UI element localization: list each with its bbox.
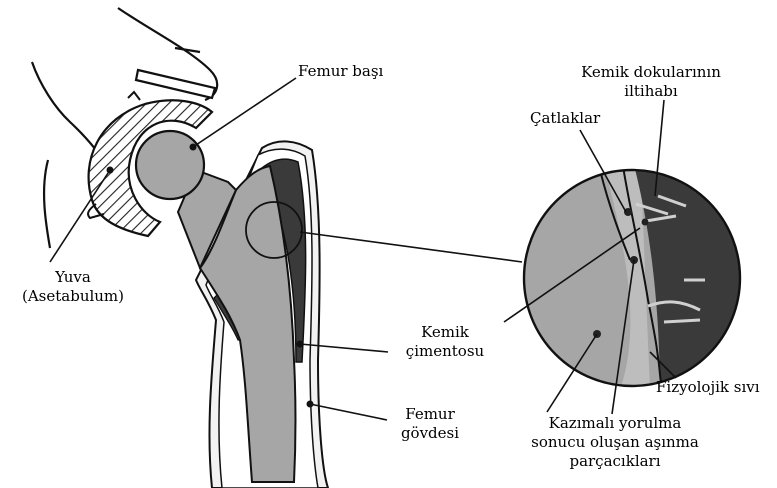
label-wear-particles: Kazımalı yorulma sonucu oluşan aşınma pa…	[515, 414, 715, 471]
label-femur-shaft-line2: gövdesi	[385, 424, 475, 443]
label-socket-line2: (Asetabulum)	[8, 287, 138, 306]
label-cracks: Çatlaklar	[530, 109, 600, 128]
label-bone-cement-line1: Kemik	[395, 323, 495, 342]
femoral-implant	[136, 131, 328, 488]
label-bone-cement-line2: çimentosu	[395, 342, 495, 361]
label-socket: Yuva (Asetabulum)	[8, 268, 138, 306]
label-socket-line1: Yuva	[8, 268, 138, 287]
label-femur-shaft: Femur gövdesi	[385, 405, 475, 443]
magnified-view	[524, 150, 760, 400]
label-wear-particles-line2: sonucu oluşan aşınma	[515, 433, 715, 452]
label-wear-particles-line3: parçacıkları	[515, 452, 715, 471]
label-bone-inflammation-line2: iltihabı	[566, 82, 736, 101]
label-wear-particles-line1: Kazımalı yorulma	[515, 414, 715, 433]
label-femur-head: Femur başı	[298, 62, 383, 81]
label-bone-cement: Kemik çimentosu	[395, 323, 495, 361]
label-bone-inflammation-line1: Kemik dokularının	[566, 63, 736, 82]
label-bone-inflammation: Kemik dokularının iltihabı	[566, 63, 736, 101]
label-physiological-fluid: Fizyolojik sıvı	[656, 378, 760, 397]
label-femur-shaft-line1: Femur	[385, 405, 475, 424]
